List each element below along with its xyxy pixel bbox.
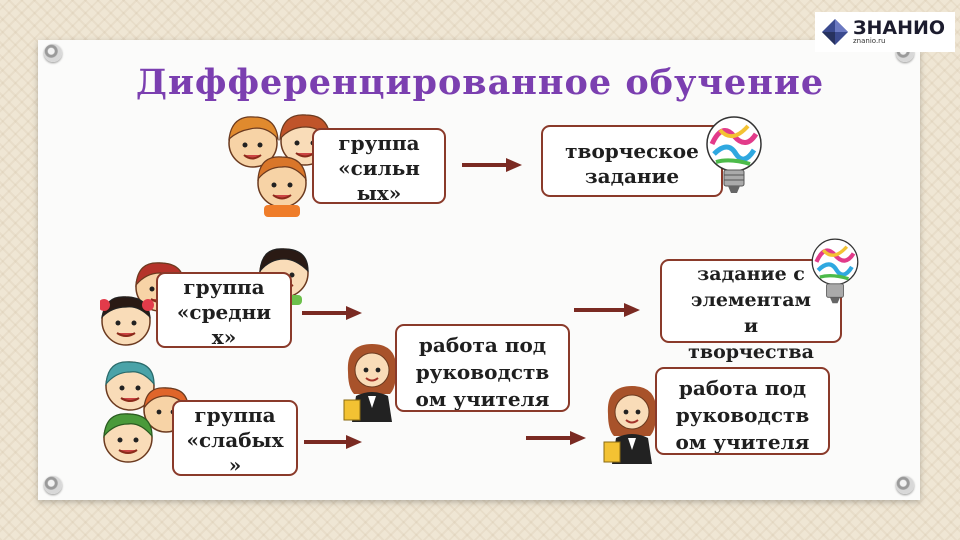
arrow-right-icon [304, 435, 362, 449]
logo-brand: ЗНАНИО [853, 17, 946, 39]
znanio-logo[interactable]: ЗНАНИО znanio.ru [815, 12, 955, 52]
middle-group-box: группа «средни х» [156, 272, 292, 348]
arrow-right-icon [302, 306, 362, 320]
pushpin-icon [44, 476, 62, 494]
teacher-icon [603, 386, 657, 464]
weak-group-box: группа «слабых » [172, 400, 298, 476]
lightbulb-icon [706, 116, 762, 193]
znanio-logo-icon [822, 19, 848, 45]
lightbulb-icon [811, 238, 859, 304]
arrow-right-icon [462, 158, 522, 172]
teacher-guided-middle-box: работа под руководств ом учителя [395, 324, 570, 412]
teacher-guided-weak-box: работа под руководств ом учителя [655, 367, 830, 455]
pushpin-icon [896, 476, 914, 494]
strong-group-box: группа «сильн ых» [312, 128, 446, 204]
creative-elements-task-box: задание с элементам и творчества [660, 259, 842, 363]
logo-site: znanio.ru [853, 37, 886, 45]
page-title: Дифференцированное обучение [135, 62, 825, 103]
arrow-right-icon [574, 303, 640, 317]
pushpin-icon [44, 44, 62, 62]
arrow-right-icon [526, 431, 586, 445]
teacher-icon [343, 344, 397, 422]
children-icon [103, 361, 189, 463]
creative-task-box: творческое задание [541, 125, 723, 197]
